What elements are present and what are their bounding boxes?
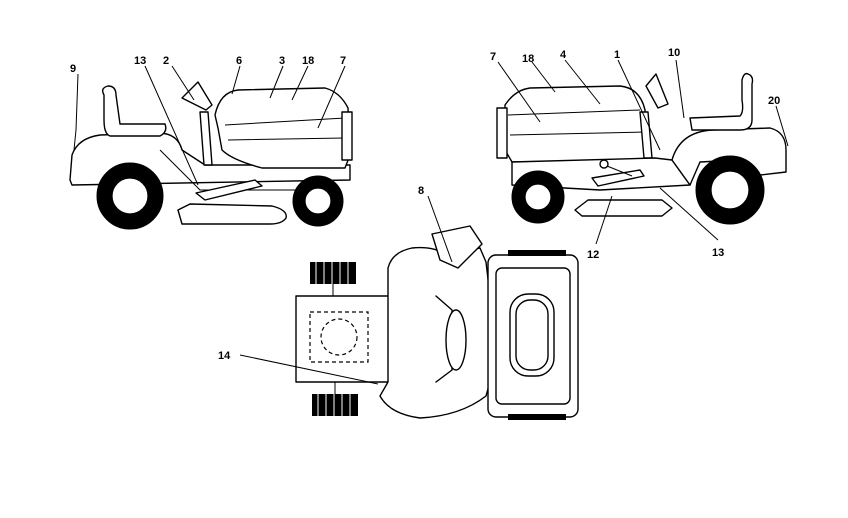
hood-seam-right (507, 109, 646, 136)
callout-1: 1 (614, 49, 620, 61)
rear-wheel-hub-right (710, 170, 750, 210)
callout-3: 3 (279, 55, 285, 67)
leader-12 (595, 195, 613, 245)
engine-outline-circle (320, 318, 358, 356)
hood (214, 87, 351, 169)
seat-pan-top (445, 309, 467, 371)
front-wheel-hub-right (524, 183, 552, 211)
callout-13-left: 13 (134, 55, 146, 67)
engine-outline-square (309, 311, 369, 363)
leader-20 (775, 105, 789, 147)
callout-18-left: 18 (302, 55, 314, 67)
leader-13-left (144, 65, 199, 186)
foot-rest (195, 179, 263, 201)
callout-20: 20 (768, 95, 780, 107)
tractor-top-view: 8 14 (218, 185, 579, 420)
leader-3 (269, 65, 284, 99)
grille-right (496, 107, 508, 159)
tractor-left-side-view: 9 13 2 6 3 18 7 (69, 55, 353, 230)
chassis-line (159, 149, 300, 191)
leader-6 (231, 65, 241, 95)
front-axle (332, 284, 336, 394)
hood-right (504, 85, 651, 163)
leader-13-right (659, 187, 719, 241)
callout-7-right: 7 (490, 51, 496, 63)
callout-9: 9 (70, 63, 76, 75)
callout-6: 6 (236, 55, 242, 67)
callout-10: 10 (668, 47, 680, 59)
front-wheel-hub (304, 187, 332, 215)
seat-cushion-top (515, 299, 549, 371)
hood-seam (224, 117, 346, 141)
leader-9 (73, 73, 79, 151)
leader-4 (564, 59, 601, 105)
leader-1 (617, 59, 661, 151)
cowl-top (379, 246, 491, 419)
rear-wheel-hub (111, 177, 149, 215)
rear-tire-bottom (508, 414, 566, 420)
tread-top-lines (315, 262, 349, 284)
leader-18-left (291, 65, 309, 101)
rear-tire-top (508, 250, 566, 256)
callout-12: 12 (587, 249, 599, 261)
leader-7-left (317, 65, 346, 129)
front-tire-top (310, 262, 356, 284)
steering-column (199, 111, 213, 166)
lever-shaft (606, 165, 633, 177)
leader-8 (427, 195, 453, 263)
callout-14: 14 (218, 350, 231, 362)
mower-deck (177, 203, 287, 225)
callout-2: 2 (163, 55, 169, 67)
tread-bottom-lines (317, 394, 351, 416)
lever-knob (599, 159, 609, 169)
callout-18-right: 18 (522, 53, 534, 65)
callout-8: 8 (418, 185, 424, 197)
seat-right (689, 72, 754, 131)
leader-10 (675, 59, 685, 119)
discharge-chute-top (431, 225, 483, 269)
mower-deck-right (574, 199, 673, 217)
steering-wheel-right (645, 73, 669, 109)
steering-wheel (181, 81, 213, 111)
tractor-right-side-view: 7 18 4 1 10 20 12 13 (490, 47, 789, 261)
leader-2 (171, 65, 195, 101)
leader-14 (239, 354, 379, 385)
grille (341, 111, 353, 161)
seat-back (101, 85, 167, 137)
callout-4: 4 (560, 49, 567, 61)
callout-7-left: 7 (340, 55, 346, 67)
callout-13-right: 13 (712, 247, 724, 259)
front-tire-bottom (312, 394, 358, 416)
leader-7-right (497, 61, 541, 123)
leader-18-right (531, 61, 556, 93)
